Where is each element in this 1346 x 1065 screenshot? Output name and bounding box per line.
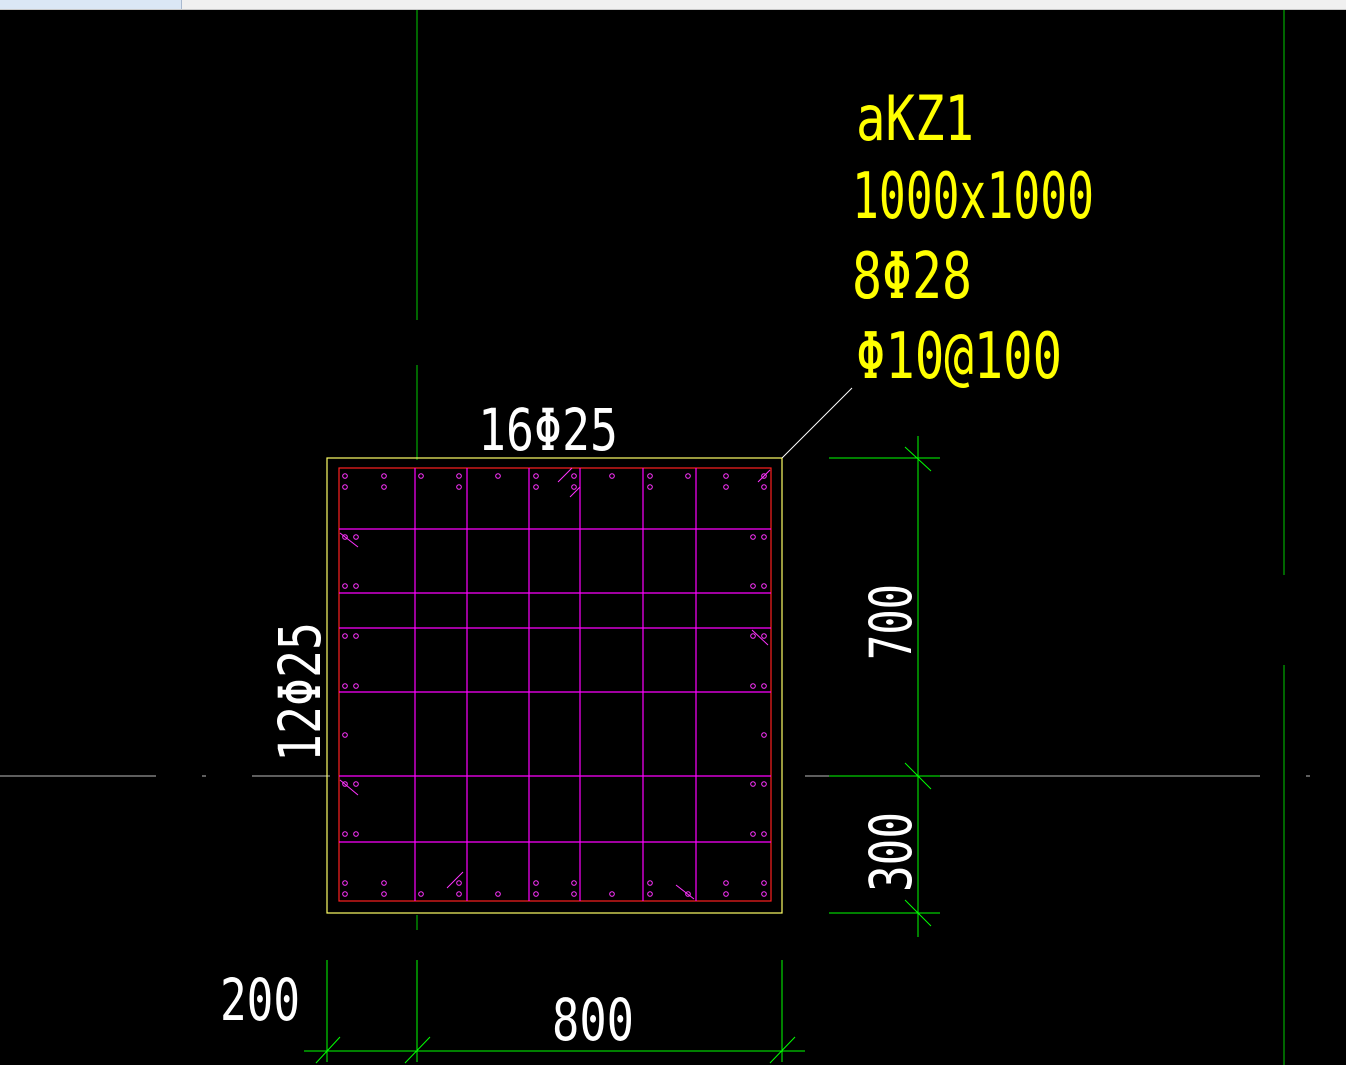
rebar-dot-10	[685, 473, 691, 479]
rebar-dot-36	[533, 880, 539, 886]
rebar-dot-7	[571, 473, 577, 479]
rebar-dot-1	[342, 473, 348, 479]
rebar-dot-42	[761, 534, 767, 540]
rebar-dot-61	[353, 781, 359, 787]
rebar-dot-8	[609, 473, 615, 479]
rebar-dot-18	[647, 484, 653, 490]
rebar-dot-32	[761, 891, 767, 897]
rebar-dot-63	[342, 831, 348, 837]
rebar-dot-29	[647, 891, 653, 897]
rebar-dot-23	[418, 891, 424, 897]
hook-6	[339, 779, 359, 796]
rebar-dot-59	[342, 781, 348, 787]
rebar-dot-38	[647, 880, 653, 886]
rebar-dot-55	[353, 683, 359, 689]
column-outline[interactable]	[326, 457, 783, 914]
rebar-dot-17	[571, 484, 577, 490]
rebar-dot-12	[761, 473, 767, 479]
rebar-dot-34	[381, 880, 387, 886]
rebar-dot-9	[647, 473, 653, 479]
dimension-700[interactable]: 700	[857, 584, 925, 660]
rebar-dot-25	[495, 891, 501, 897]
rebar-dot-14	[381, 484, 387, 490]
drawing-tab[interactable]	[0, 0, 182, 9]
stirrup-grid	[339, 468, 771, 901]
corner-bars-label: 8Φ28	[852, 240, 972, 314]
rebar-dot-62	[750, 781, 756, 787]
rebar-dot-60	[761, 781, 767, 787]
rebar-dot-30	[685, 891, 691, 897]
rebar-dot-13	[342, 484, 348, 490]
hook-8	[675, 884, 695, 900]
rebar-dot-54	[761, 683, 767, 689]
rebar-dot-24	[456, 891, 462, 897]
dimension-800[interactable]: 800	[552, 986, 634, 1054]
hook-2	[569, 486, 581, 498]
hook-3	[757, 469, 771, 483]
hook-4	[339, 532, 359, 548]
rebar-dot-28	[609, 891, 615, 897]
cad-drawing-canvas[interactable]: aKZ1 1000x1000 8Φ28 Φ10@100 16Φ25 12Φ25 …	[0, 10, 1346, 1065]
column-size: 1000x1000	[852, 160, 1094, 234]
hook-5	[751, 629, 769, 646]
bottom-dimension	[304, 960, 805, 1064]
rebar-dot-19	[723, 484, 729, 490]
title-bar	[0, 0, 1346, 10]
dimension-300[interactable]: 300	[857, 812, 925, 892]
rebar-dot-46	[761, 583, 767, 589]
rebar-dot-11	[723, 473, 729, 479]
rebar-dot-22	[381, 891, 387, 897]
rebar-dot-41	[342, 534, 348, 540]
rebar-dot-16	[533, 484, 539, 490]
rebar-dot-65	[353, 831, 359, 837]
stirrup-hooks	[339, 467, 771, 900]
rebar-dot-57	[342, 732, 348, 738]
column-name: aKZ1	[856, 82, 974, 155]
rebar-dot-39	[723, 880, 729, 886]
rebar-dot-21	[342, 891, 348, 897]
label-leader-line	[781, 387, 853, 459]
rebar-dot-37	[571, 880, 577, 886]
rebar-dot-15	[456, 484, 462, 490]
rebar-dot-4	[456, 473, 462, 479]
rebar-dot-2	[381, 473, 387, 479]
top-bars-label[interactable]: 16Φ25	[478, 396, 618, 464]
rebar-dot-64	[761, 831, 767, 837]
rebar-dot-51	[353, 633, 359, 639]
rebar-dot-33	[342, 880, 348, 886]
right-dimension	[829, 436, 940, 937]
rebar-dot-27	[571, 891, 577, 897]
rebar-dot-20	[761, 484, 767, 490]
column-label[interactable]: aKZ1 1000x1000 8Φ28 Φ10@100	[852, 82, 1094, 394]
rebar-outline	[338, 467, 772, 902]
hook-1	[557, 467, 573, 483]
rebar-dot-48	[750, 583, 756, 589]
rebar-dot-5	[495, 473, 501, 479]
rebar-dot-35	[456, 880, 462, 886]
rebar-dot-49	[342, 633, 348, 639]
rebar-dot-3	[418, 473, 424, 479]
stirrups-label: Φ10@100	[856, 320, 1062, 394]
rebar-dot-52	[750, 633, 756, 639]
rebar-dot-45	[342, 583, 348, 589]
rebar-dot-53	[342, 683, 348, 689]
dimension-200[interactable]: 200	[220, 966, 300, 1034]
rebar-dots	[342, 473, 767, 897]
rebar-dot-50	[761, 633, 767, 639]
hook-7	[446, 871, 464, 889]
rebar-dot-44	[750, 534, 756, 540]
rebar-dot-6	[533, 473, 539, 479]
rebar-dot-66	[750, 831, 756, 837]
side-bars-label[interactable]: 12Φ25	[266, 622, 334, 762]
axis-lines	[416, 10, 1285, 1065]
rebar-dot-26	[533, 891, 539, 897]
rebar-dot-47	[353, 583, 359, 589]
rebar-dot-40	[761, 880, 767, 886]
rebar-dot-58	[761, 732, 767, 738]
rebar-dot-43	[353, 534, 359, 540]
rebar-dot-56	[750, 683, 756, 689]
rebar-dot-31	[723, 891, 729, 897]
